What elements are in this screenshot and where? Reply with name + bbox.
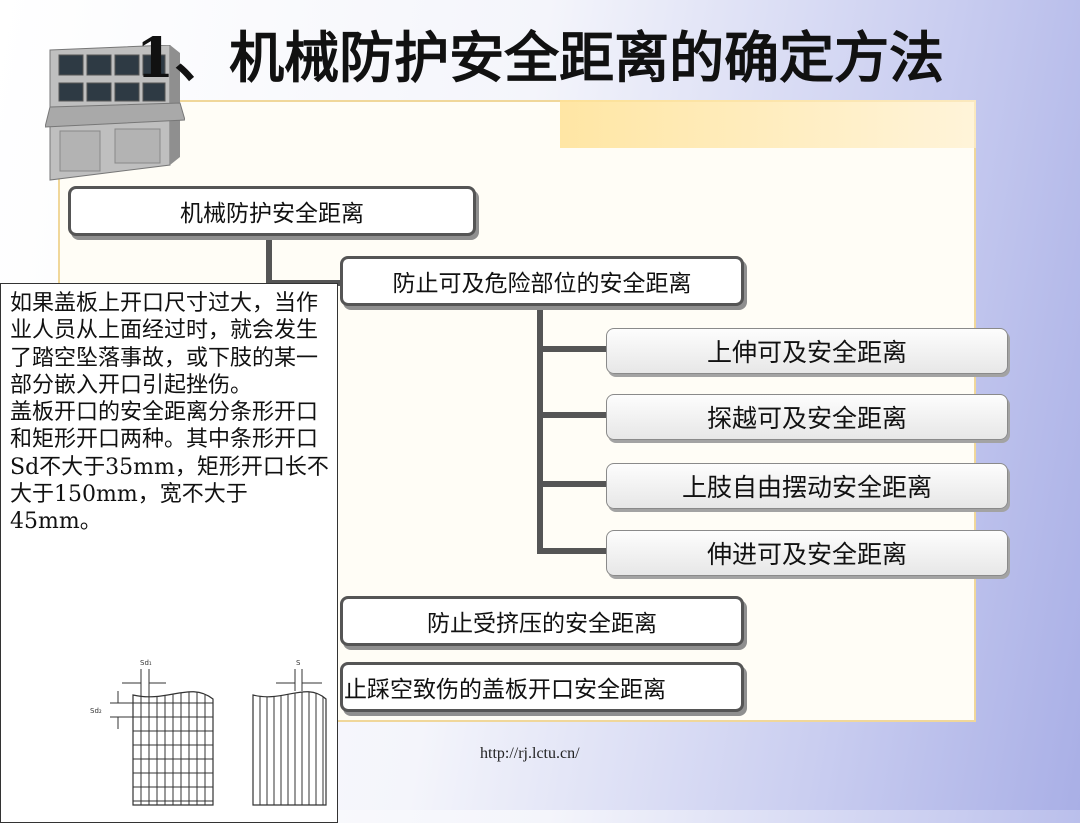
connector-leaf-1: [537, 346, 607, 352]
notes-text: 如果盖板上开口尺寸过大，当作业人员从上面经过时，就会发生了踏空坠落事故，或下肢的…: [10, 290, 336, 536]
connector-leaf-3: [537, 481, 607, 487]
notes-paragraph-2: 盖板开口的安全距离分条形开口和矩形开口两种。其中条形开口Sd不大于35mm，矩形…: [10, 400, 329, 535]
node-leaf-over-reach: 探越可及安全距离: [606, 394, 1008, 440]
dim-label-s: S: [296, 659, 301, 667]
control-console-image: [45, 45, 185, 181]
node-leaf-upward-reach: 上伸可及安全距离: [606, 328, 1008, 374]
title-text: 机械防护安全距离的确定方法: [229, 26, 945, 90]
connector-leaf-2: [537, 412, 607, 418]
node-branch-cover-opening: 防止踩空致伤的盖板开口安全距离: [340, 662, 744, 712]
node-branch-cover-opening-label: 防止踩空致伤的盖板开口安全距离: [340, 677, 666, 703]
slide-title: 1、机械防护安全距离的确定方法: [90, 22, 990, 94]
node-leaf-arm-swing: 上肢自由摆动安全距离: [606, 463, 1008, 509]
connector-leaf-4: [537, 548, 607, 554]
opening-figure: Sd₁ Sd₂ S: [90, 659, 327, 806]
node-branch-crush: 防止受挤压的安全距离: [340, 596, 744, 646]
dim-label-sd1: Sd₁: [140, 659, 152, 667]
connector-branch-vertical: [537, 306, 543, 554]
node-leaf-reach-through: 伸进可及安全距离: [606, 530, 1008, 576]
dim-label-sd2: Sd₂: [90, 707, 102, 715]
notes-paragraph-1: 如果盖板上开口尺寸过大，当作业人员从上面经过时，就会发生了踏空坠落事故，或下肢的…: [10, 291, 319, 398]
node-branch-reach: 防止可及危险部位的安全距离: [340, 256, 744, 306]
content-panel-header-band: [560, 100, 976, 148]
notes-panel: [0, 283, 338, 823]
connector-root-vertical: [266, 236, 272, 288]
title-number: 1、: [135, 25, 230, 90]
node-root: 机械防护安全距离: [68, 186, 476, 236]
footer-url: http://rj.lctu.cn/: [480, 745, 580, 762]
